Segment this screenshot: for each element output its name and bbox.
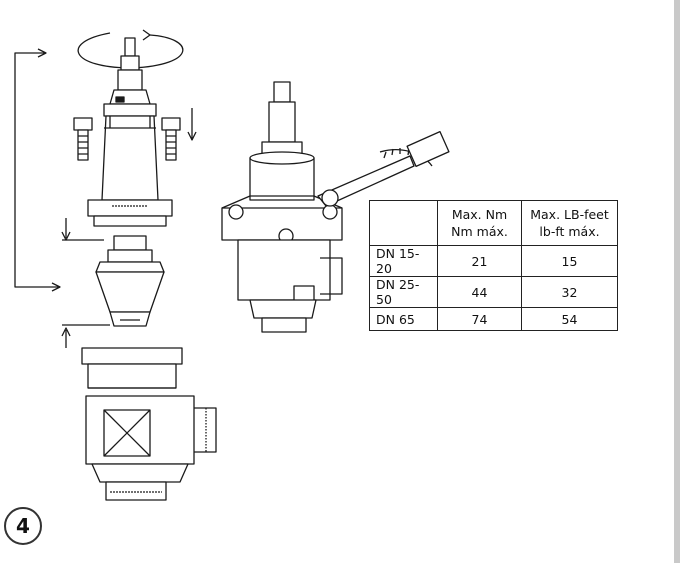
lbft-cell: 54 — [521, 307, 618, 331]
lbft-cell: 15 — [521, 245, 618, 277]
page-edge-bar — [674, 0, 680, 563]
assembled-valve — [221, 81, 343, 333]
torque-table: Max. Nm Nm máx. Max. LB-feet lb-ft máx. … — [369, 200, 618, 331]
nm-cell: 74 — [437, 307, 522, 331]
table-row: DN 15-20 21 15 — [369, 245, 618, 277]
torque-wrench-icon — [317, 130, 450, 207]
header-size — [369, 200, 438, 246]
header-max-nm: Max. Nm Nm máx. — [437, 200, 522, 246]
bonnet — [87, 103, 173, 227]
size-cell: DN 65 — [369, 307, 438, 331]
lbft-cell: 32 — [521, 276, 618, 308]
header-max-lbft: Max. LB-feet lb-ft máx. — [521, 200, 618, 246]
table-row: DN 25-50 44 32 — [369, 276, 618, 308]
bolt-icon — [161, 117, 181, 161]
valve-housing — [81, 347, 217, 501]
nm-cell: 44 — [437, 276, 522, 308]
valve-insert — [95, 235, 165, 327]
spindle — [109, 37, 151, 105]
arrow-icon — [14, 48, 61, 292]
arrow-icon — [187, 108, 197, 141]
bolt-icon — [73, 117, 93, 161]
nm-cell: 21 — [437, 245, 522, 277]
step-number-badge: 4 — [4, 507, 42, 545]
size-cell: DN 15-20 — [369, 245, 438, 277]
table-row: DN 65 74 54 — [369, 307, 618, 331]
dimension-marks — [61, 218, 110, 348]
step-number: 4 — [16, 514, 30, 538]
size-cell: DN 25-50 — [369, 276, 438, 308]
table-header-row: Max. Nm Nm máx. Max. LB-feet lb-ft máx. — [369, 200, 618, 246]
